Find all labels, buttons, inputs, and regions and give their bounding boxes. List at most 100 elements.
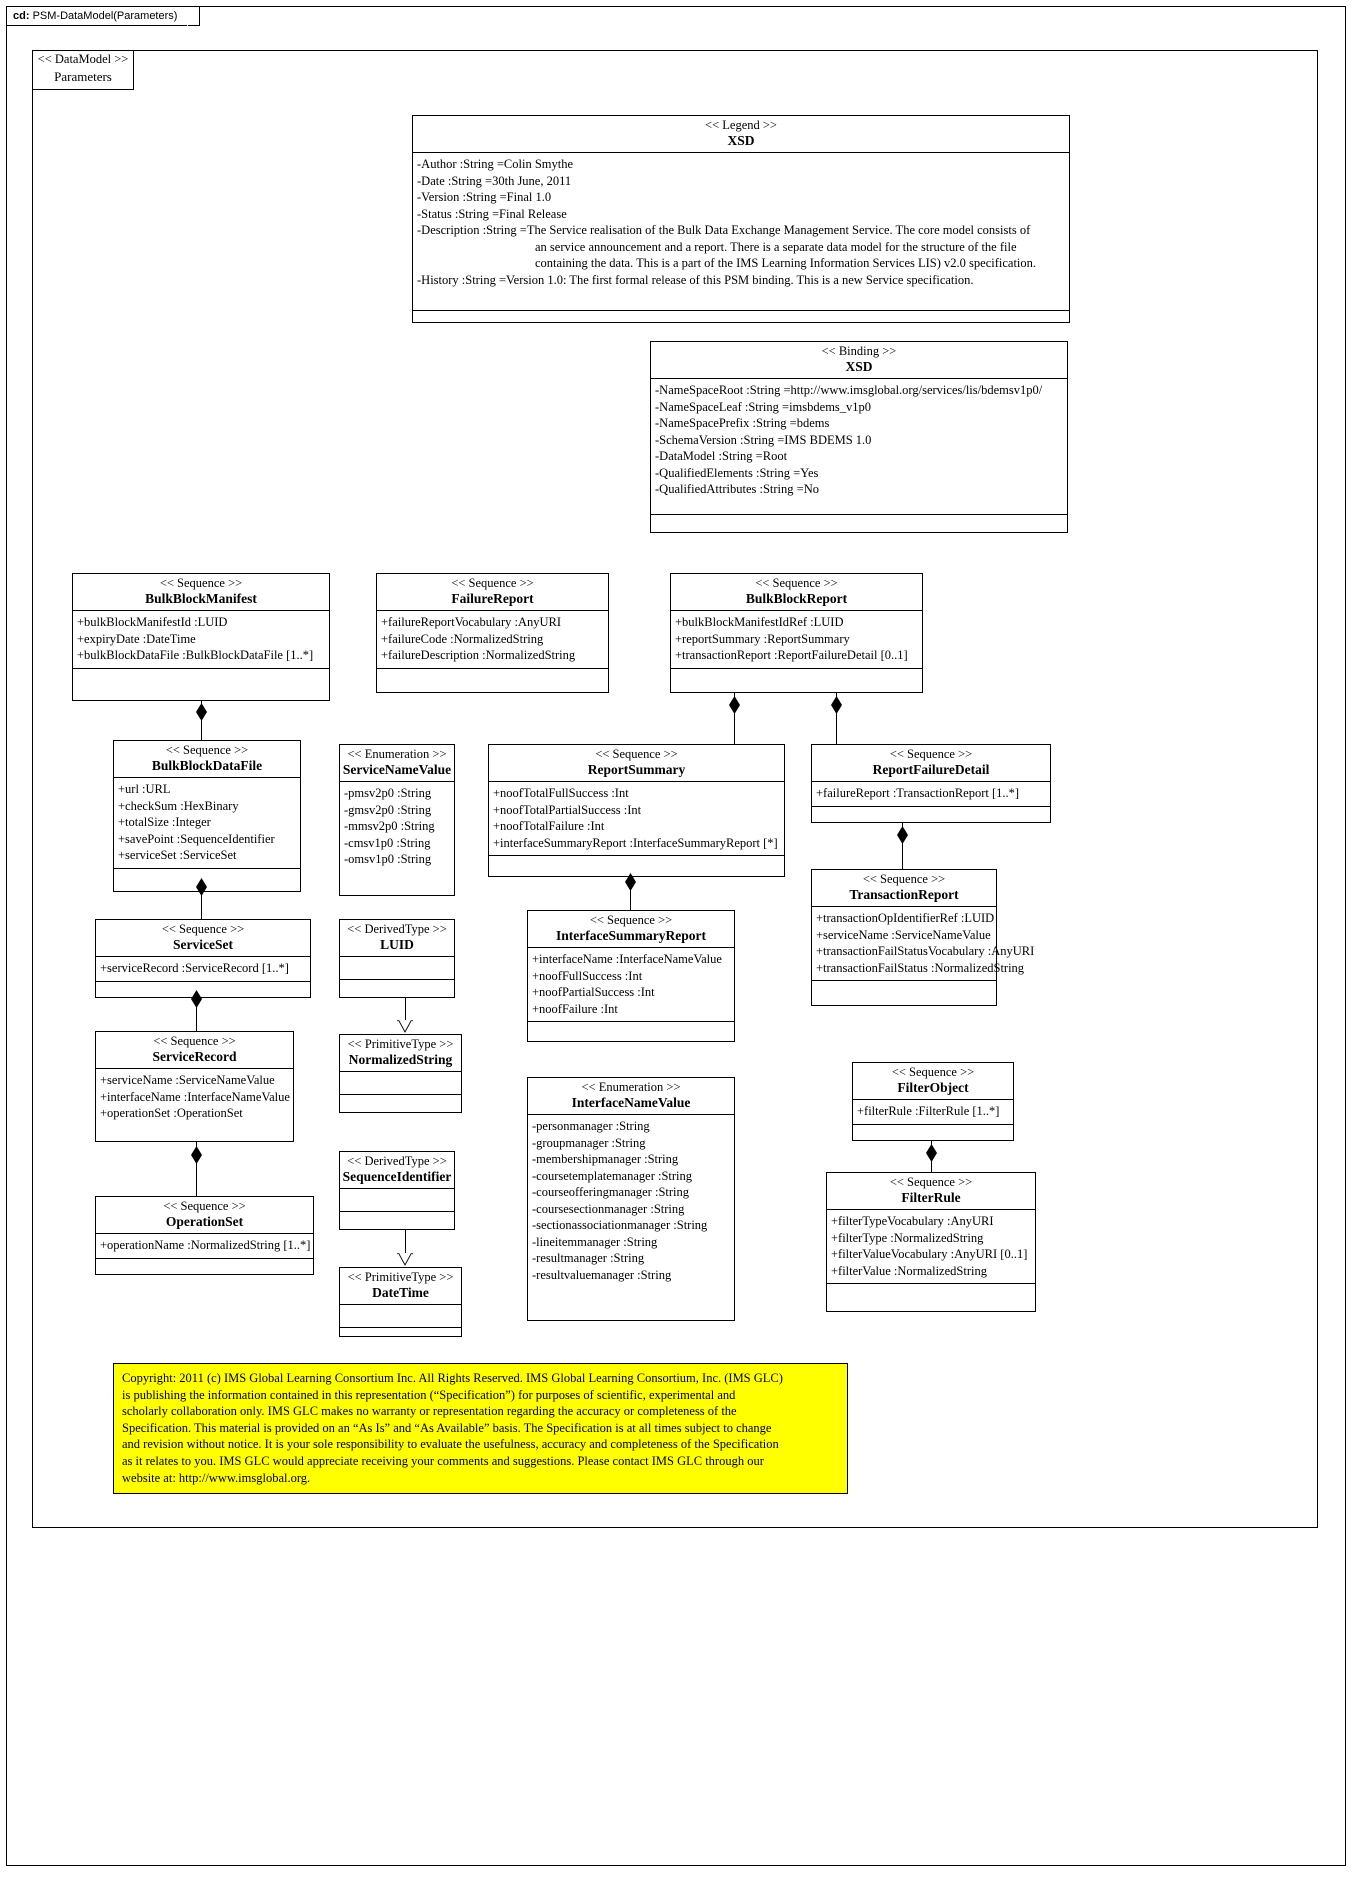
sequenceidentifier-operations: [340, 1212, 454, 1231]
transactionreport-operations: [812, 981, 996, 1000]
servicerecord-header: << Sequence >> ServiceRecord: [96, 1032, 293, 1069]
diagram-frame: [6, 6, 1346, 1866]
class-sequenceidentifier: << DerivedType >> SequenceIdentifier: [339, 1151, 455, 1230]
attr-operationname: +operationName :NormalizedString [1..*]: [100, 1238, 311, 1252]
attr-sr-operationset: +operationSet :OperationSet: [100, 1106, 243, 1120]
binding-attributes: -NameSpaceRoot :String =http://www.imsgl…: [651, 379, 1067, 515]
reportsummary-stereotype: << Sequence >>: [595, 747, 678, 761]
bulkblockmanifest-header: << Sequence >> BulkBlockManifest: [73, 574, 329, 611]
legend-attr-description: -Description :String =The Service realis…: [417, 222, 1065, 272]
failurereport-stereotype: << Sequence >>: [451, 576, 534, 590]
bulkblockmanifest-name: BulkBlockManifest: [145, 591, 257, 606]
class-bulkblockmanifest: << Sequence >> BulkBlockManifest +bulkBl…: [72, 573, 330, 701]
attr-nooftotalpartialsuccess: +noofTotalPartialSuccess :Int: [493, 802, 642, 817]
attr-checksum: +checkSum :HexBinary: [118, 798, 239, 813]
copyright-note: Copyright: 2011 (c) IMS Global Learning …: [113, 1363, 848, 1494]
copyright-line-7: website at: http://www.imsglobal.org.: [122, 1470, 311, 1485]
bulkblockmanifest-operations: [73, 669, 329, 688]
operationset-name: OperationSet: [165, 1214, 244, 1229]
failurereport-operations: [377, 669, 608, 688]
attr-filtertype: +filterType :NormalizedString: [831, 1230, 984, 1245]
failurereport-name: FailureReport: [451, 591, 534, 606]
diagram-frame-label: cd: PSM-DataModel(Parameters): [6, 6, 201, 27]
legend-description-line-1: The Service realisation of the Bulk Data…: [526, 223, 1031, 237]
attr-reportsummary: +reportSummary :ReportSummary: [675, 631, 850, 646]
attr-transactionopidentifierref: +transactionOpIdentifierRef :LUID: [816, 911, 995, 925]
attr-pmsv2p0: -pmsv2p0 :String: [344, 786, 432, 800]
class-luid: << DerivedType >> LUID: [339, 919, 455, 998]
binding-attr-schemaversion: -SchemaVersion :String =IMS BDEMS 1.0: [655, 432, 872, 447]
attr-filtervalue: +filterValue :NormalizedString: [831, 1263, 987, 1278]
class-reportsummary: << Sequence >> ReportSummary +noofTotalF…: [488, 744, 785, 877]
attr-groupmanager: -groupmanager :String: [532, 1135, 646, 1150]
legend-attr-author: -Author :String =Colin Smythe: [417, 157, 574, 171]
attr-savepoint: +savePoint :SequenceIdentifier: [118, 831, 275, 846]
attr-noofpartialsuccess: +noofPartialSuccess :Int: [532, 985, 655, 999]
attr-interfacename: +interfaceName :InterfaceNameValue: [532, 952, 722, 966]
bulkblockreport-header: << Sequence >> BulkBlockReport: [671, 574, 922, 611]
attr-omsv1p0: -omsv1p0 :String: [344, 852, 432, 866]
legend-description-line-3: containing the data. This is a part of t…: [535, 256, 1037, 270]
reportfailuredetail-operations: [812, 807, 1050, 826]
luid-attributes: [340, 957, 454, 980]
interfacesummaryreport-attributes: +interfaceName :InterfaceNameValue +noof…: [528, 948, 734, 1022]
binding-attr-namespaceroot: -NameSpaceRoot :String =http://www.imsgl…: [655, 383, 1043, 397]
package-name: Parameters: [54, 69, 112, 84]
frame-label-text: PSM-DataModel(Parameters): [32, 10, 178, 22]
normalizedstring-operations: [340, 1095, 461, 1114]
transactionreport-attributes: +transactionOpIdentifierRef :LUID +servi…: [812, 907, 1034, 981]
serviceset-name: ServiceSet: [173, 937, 233, 952]
attr-cmsv1p0: -cmsv1p0 :String: [344, 835, 431, 850]
reportfailuredetail-stereotype: << Sequence >>: [889, 747, 973, 761]
reportsummary-attributes: +noofTotalFullSuccess :Int +noofTotalPar…: [489, 782, 784, 856]
datetime-attributes: [340, 1305, 461, 1328]
filterrule-stereotype: << Sequence >>: [889, 1175, 973, 1189]
operationset-stereotype: << Sequence >>: [163, 1199, 246, 1213]
interfacesummaryreport-name: InterfaceSummaryReport: [556, 928, 706, 943]
servicenamevalue-stereotype: << Enumeration >>: [347, 747, 447, 761]
legend-header: << Legend >> XSD: [413, 116, 1069, 153]
sequenceidentifier-name: SequenceIdentifier: [342, 1169, 452, 1184]
attr-url: +url :URL: [118, 782, 171, 796]
datetime-name: DateTime: [372, 1285, 429, 1300]
copyright-line-1: Copyright: 2011 (c) IMS Global Learning …: [122, 1371, 783, 1385]
binding-attr-qualifiedattributes: -QualifiedAttributes :String =No: [655, 482, 819, 496]
filterrule-header: << Sequence >> FilterRule: [827, 1173, 1035, 1210]
copyright-line-5: and revision without notice. It is your …: [122, 1437, 779, 1452]
servicerecord-stereotype: << Sequence >>: [153, 1034, 236, 1048]
filterobject-name: FilterObject: [897, 1080, 969, 1095]
binding-name: XSD: [845, 359, 873, 374]
class-operationset: << Sequence >> OperationSet +operationNa…: [95, 1196, 314, 1275]
class-datetime: << PrimitiveType >> DateTime: [339, 1267, 462, 1337]
package-stereotype: << DataModel >>: [37, 52, 129, 66]
normalizedstring-name: NormalizedString: [348, 1052, 453, 1067]
attr-transactionfailstatus: +transactionFailStatus :NormalizedString: [816, 960, 1025, 975]
copyright-line-2: is publishing the information contained …: [122, 1387, 736, 1402]
class-filterobject: << Sequence >> FilterObject +filterRule …: [852, 1062, 1014, 1141]
interfacenamevalue-name: InterfaceNameValue: [571, 1095, 691, 1110]
attr-lineitemmanager: -lineitemmanager :String: [532, 1234, 658, 1249]
datetime-stereotype: << PrimitiveType >>: [347, 1270, 454, 1284]
bulkblockreport-operations: [671, 669, 922, 688]
attr-nooffailure: +noofFailure :Int: [532, 1001, 618, 1016]
failurereport-header: << Sequence >> FailureReport: [377, 574, 608, 611]
attr-bulkblockdatafile: +bulkBlockDataFile :BulkBlockDataFile [1…: [77, 648, 314, 662]
bulkblockdatafile-header: << Sequence >> BulkBlockDataFile: [114, 741, 300, 778]
serviceset-stereotype: << Sequence >>: [161, 922, 245, 936]
reportsummary-operations: [489, 856, 784, 875]
attr-serviceset: +serviceSet :ServiceSet: [118, 848, 237, 862]
interfacesummaryreport-header: << Sequence >> InterfaceSummaryReport: [528, 911, 734, 948]
servicenamevalue-attributes: -pmsv2p0 :String -gmsv2p0 :String -mmsv2…: [340, 782, 454, 872]
luid-stereotype: << DerivedType >>: [347, 922, 447, 936]
transactionreport-stereotype: << Sequence >>: [862, 872, 946, 886]
attr-sr-servicename: +serviceName :ServiceNameValue: [100, 1073, 275, 1087]
servicenamevalue-header: << Enumeration >> ServiceNameValue: [340, 745, 454, 782]
sequenceidentifier-header: << DerivedType >> SequenceIdentifier: [340, 1152, 454, 1189]
transactionreport-header: << Sequence >> TransactionReport: [812, 870, 996, 907]
attr-membershipmanager: -membershipmanager :String: [532, 1152, 679, 1166]
legend-attr-date: -Date :String =30th June, 2011: [417, 173, 572, 188]
attr-sr-interfacename: +interfaceName :InterfaceNameValue: [100, 1089, 290, 1104]
legend-name: XSD: [727, 133, 755, 148]
edge-report-reportfailuredetail: [836, 693, 837, 744]
